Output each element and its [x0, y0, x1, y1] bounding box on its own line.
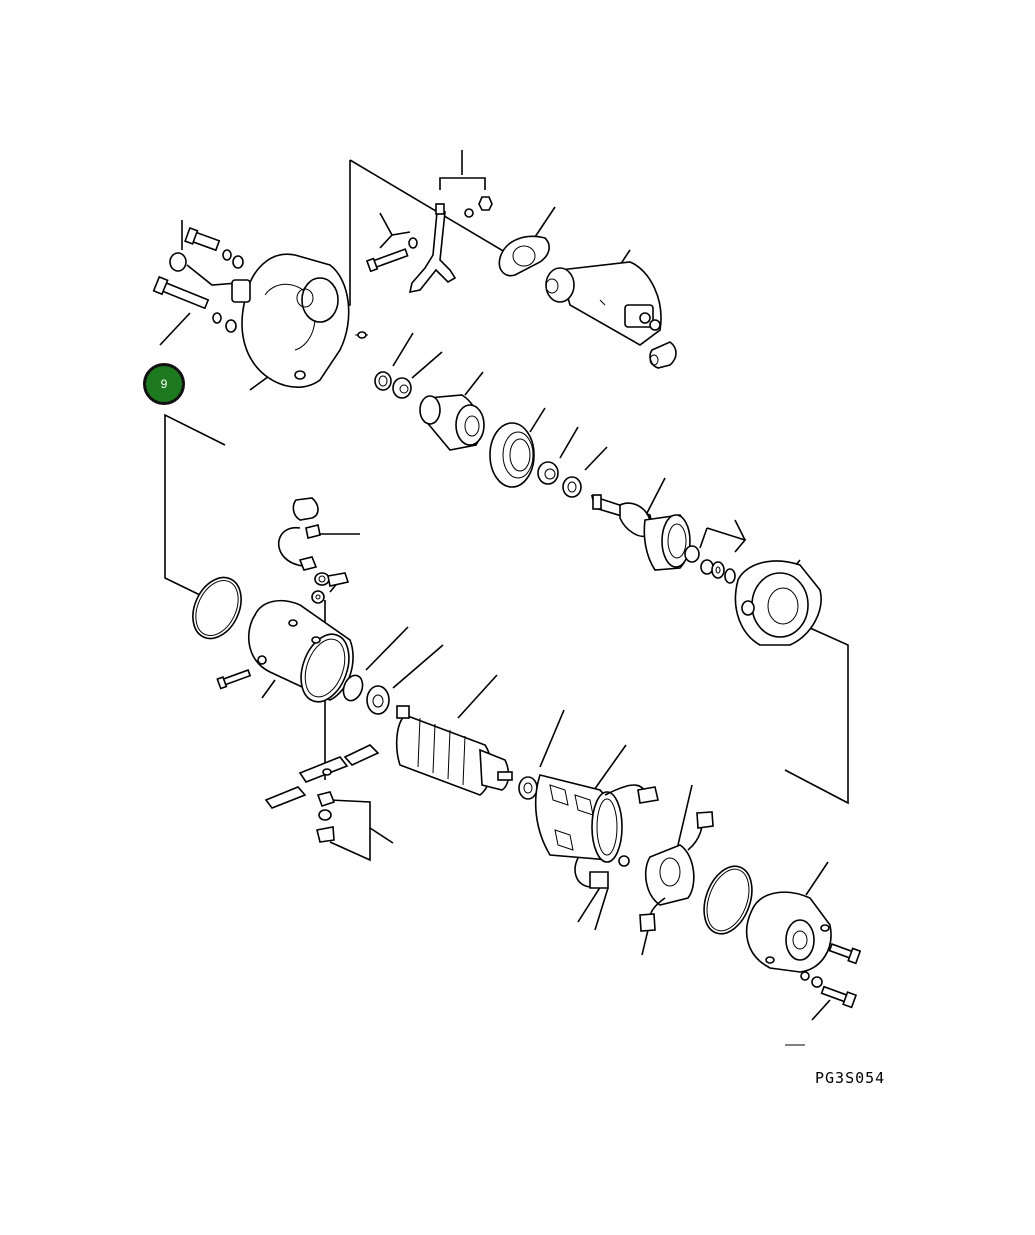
drawing-code-label: PG3S054	[815, 1069, 886, 1087]
motor-group	[192, 497, 862, 1009]
drive-housing-group	[152, 196, 677, 388]
callout-label: 9	[160, 377, 168, 391]
drive-train-group	[374, 371, 822, 646]
callout-marker-9[interactable]: 9	[143, 363, 185, 405]
